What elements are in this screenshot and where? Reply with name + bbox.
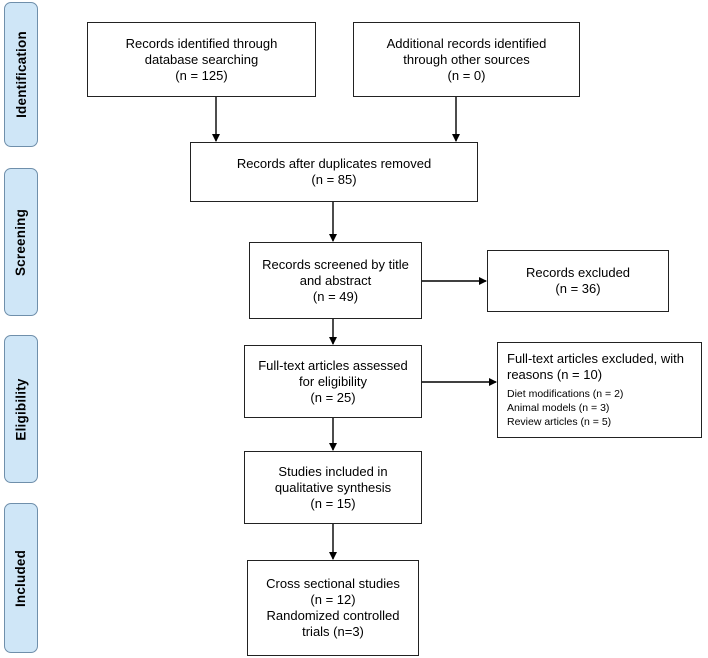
box-duplicates-line-1: Records after duplicates removed: [236, 156, 432, 171]
box-fulltext-excluded: Full-text articles excluded, with reason…: [497, 342, 702, 438]
box-screened-line-1: Records screened by title: [262, 256, 409, 272]
box-database-records: Records identified through database sear…: [87, 22, 316, 97]
box-other-line-3: (n = 0): [447, 67, 486, 83]
box-records-excluded: Records excluded (n = 36): [487, 250, 669, 312]
exclusion-reason-diet: Diet modifications (n = 2): [507, 388, 624, 400]
box-screened-line-2: and abstract: [299, 272, 372, 288]
box-final-line-1: Cross sectional studies: [266, 576, 400, 591]
box-database-line-2: database searching: [144, 51, 259, 67]
box-database-line-1: Records identified through: [125, 35, 278, 51]
phase-included: Included: [4, 503, 38, 653]
box-final-line-2: (n = 12): [310, 592, 356, 607]
box-fulltext-line-2: for eligibility: [299, 373, 367, 389]
box-other-records: Additional records identified through ot…: [353, 22, 580, 97]
box-qualitative-synthesis: Studies included in qualitative synthesi…: [244, 451, 422, 524]
box-qualitative-line-3: (n = 15): [310, 495, 356, 511]
box-fulltext-line-3: (n = 25): [310, 389, 356, 405]
box-records-screened: Records screened by title and abstract (…: [249, 242, 422, 319]
box-fulltext-excluded-line-2: reasons (n = 10): [507, 367, 603, 382]
box-fulltext-excluded-line-1: Full-text articles excluded, with: [507, 351, 685, 366]
box-excluded-line-2: (n = 36): [555, 281, 601, 296]
exclusion-reason-review: Review articles (n = 5): [507, 416, 612, 428]
box-other-line-2: through other sources: [403, 51, 530, 67]
box-qualitative-line-1: Studies included in: [278, 463, 388, 479]
box-database-line-3: (n = 125): [175, 67, 228, 83]
box-other-line-1: Additional records identified: [386, 35, 547, 51]
box-fulltext-assessed: Full-text articles assessed for eligibil…: [244, 345, 422, 418]
box-final-line-4: trials (n=3): [302, 624, 364, 639]
box-duplicates-line-2: (n = 85): [311, 172, 357, 187]
box-duplicates-removed: Records after duplicates removed (n = 85…: [190, 142, 478, 202]
phase-screening: Screening: [4, 168, 38, 316]
box-final-line-3: Randomized controlled: [266, 608, 400, 623]
exclusion-reason-animal: Animal models (n = 3): [507, 402, 610, 414]
box-fulltext-line-1: Full-text articles assessed: [258, 357, 408, 373]
box-excluded-line-1: Records excluded: [525, 265, 631, 280]
box-final-studies: Cross sectional studies (n = 12) Randomi…: [247, 560, 419, 656]
phase-eligibility: Eligibility: [4, 335, 38, 483]
box-screened-line-3: (n = 49): [312, 288, 359, 304]
box-qualitative-line-2: qualitative synthesis: [274, 479, 392, 495]
phase-identification: Identification: [4, 2, 38, 147]
